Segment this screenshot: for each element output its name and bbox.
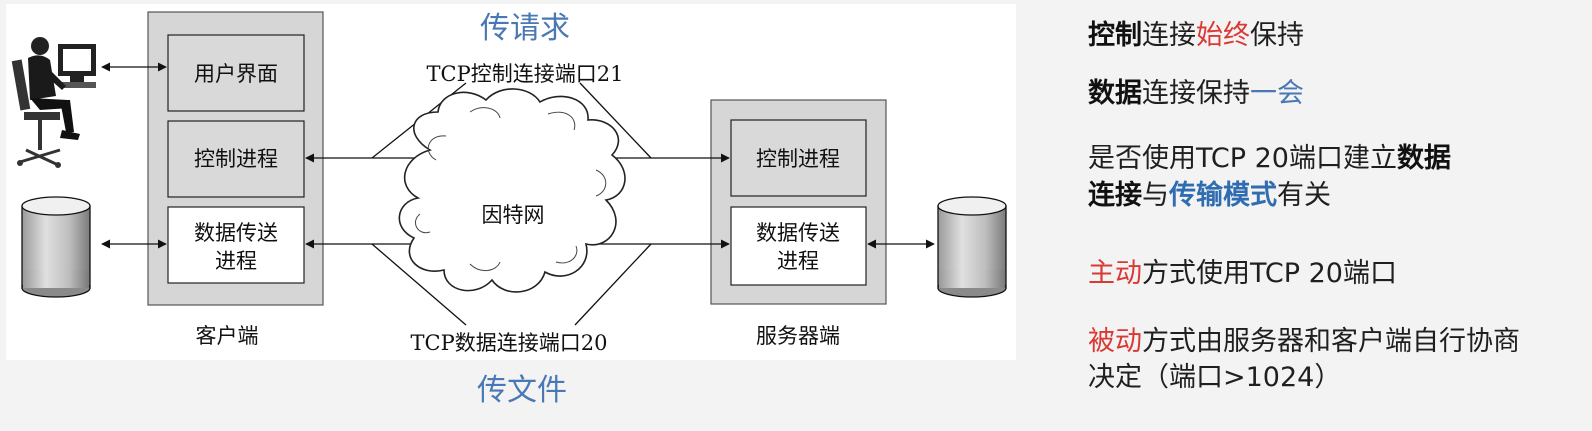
server-panel: 控制进程 数据传送 进程 [710, 99, 887, 305]
server-database-icon [937, 196, 1007, 298]
note5-line1-text: 方式由服务器和客户端自行协商 [1142, 326, 1520, 357]
note1-keep: 保持 [1250, 20, 1304, 51]
note1-connection: 连接 [1142, 20, 1196, 51]
note-passive-mode-line2: 决定（端口>1024） [1088, 360, 1341, 396]
server-data-box [730, 206, 867, 286]
note5-passive: 被动 [1088, 326, 1142, 357]
server-data-label-2: 进程 [777, 249, 819, 273]
note-active-mode: 主动方式使用TCP 20端口 [1088, 256, 1397, 292]
client-caption: 客户端 [196, 324, 259, 348]
server-data-label-1: 数据传送 [756, 221, 840, 245]
client-data-label-2: 进程 [215, 249, 257, 273]
note4-active: 主动 [1088, 258, 1142, 289]
server-control-label: 控制进程 [756, 147, 840, 171]
note3-line2-connection: 连接 [1088, 180, 1142, 211]
note3-line2-mode: 传输模式 [1169, 180, 1277, 211]
note-passive-mode-line1: 被动方式由服务器和客户端自行协商 [1088, 324, 1520, 360]
internet-label: 因特网 [482, 203, 545, 227]
note-port20-line2: 连接与传输模式有关 [1088, 178, 1331, 214]
note2-while: 一会 [1250, 78, 1304, 109]
note1-always: 始终 [1196, 20, 1250, 51]
client-data-label-1: 数据传送 [194, 221, 278, 245]
note2-keep: 连接保持 [1142, 78, 1250, 109]
file-transfer-label: 传文件 [477, 373, 567, 408]
request-label: 传请求 [480, 11, 570, 46]
client-data-box [167, 206, 305, 284]
note-data-connection: 数据连接保持一会 [1088, 76, 1304, 112]
note3-line1-data: 数据 [1396, 143, 1451, 174]
note-port20-line1: 是否使用TCP 20端口建立数据 [1088, 141, 1451, 177]
note5-line2-text: 决定（端口>1024） [1088, 362, 1342, 393]
note3-line2-with: 与 [1142, 180, 1169, 211]
server-caption: 服务器端 [756, 324, 840, 348]
client-control-box [167, 120, 305, 198]
server-control-box [730, 119, 867, 197]
note-control-connection: 控制连接始终保持 [1088, 18, 1304, 54]
note2-data: 数据 [1088, 78, 1142, 109]
arrows [101, 62, 935, 249]
client-ui-label: 用户界面 [194, 62, 278, 86]
control-port-label: TCP控制连接端口21 [427, 62, 624, 86]
internet-cloud-icon [398, 88, 626, 293]
data-port-label: TCP数据连接端口20 [411, 331, 608, 355]
client-panel: 用户界面 控制进程 数据传送 进程 [147, 11, 324, 306]
user-at-computer-icon [11, 37, 96, 168]
client-database-icon [21, 196, 91, 298]
note3-line2-related: 有关 [1277, 180, 1331, 211]
client-ui-box [167, 34, 305, 112]
client-control-label: 控制进程 [194, 147, 278, 171]
note1-control: 控制 [1088, 20, 1142, 51]
note3-line1-text: 是否使用TCP 20端口建立 [1088, 143, 1397, 174]
note4-text: 方式使用TCP 20端口 [1142, 258, 1397, 289]
ftp-diagram: 传请求 传文件 TCP控制连接端口21 TCP数据连接端口20 用户界面 控制进… [6, 4, 1016, 408]
